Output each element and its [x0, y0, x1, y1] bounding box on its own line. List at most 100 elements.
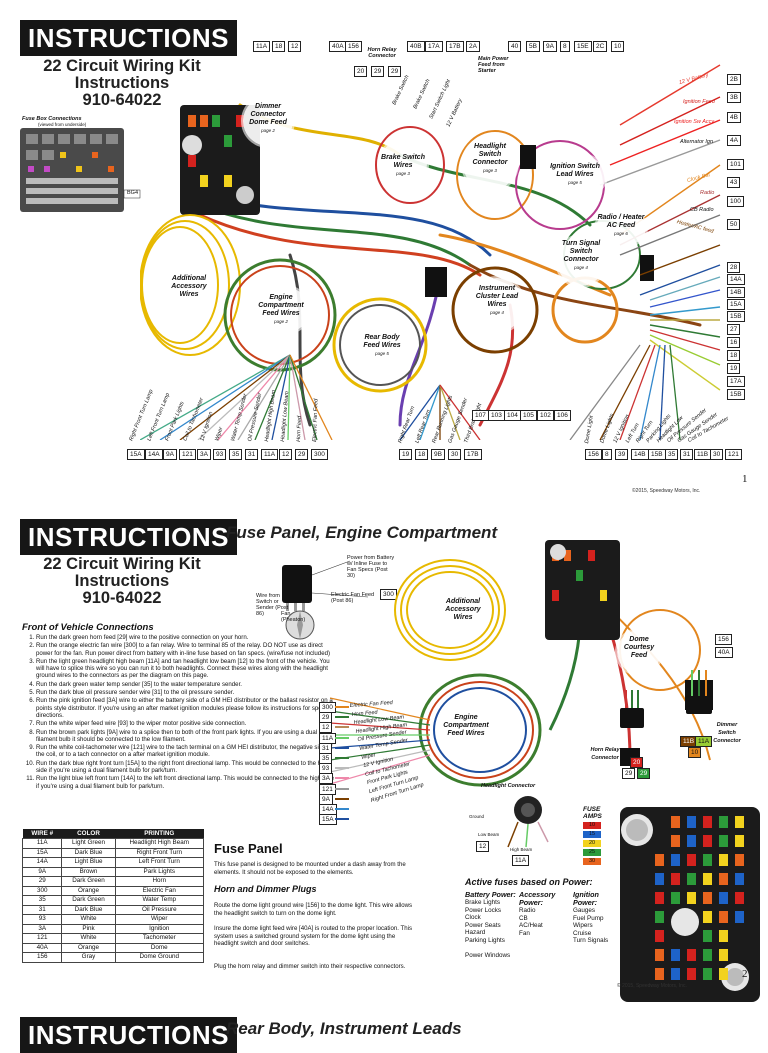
wire-number-cell: 121	[21, 933, 63, 944]
relay-switch-label: Wire from Switch or Sender (Post 86)	[256, 593, 289, 617]
bchip-12: 12	[279, 449, 293, 460]
wire-number-cell: 11A	[21, 838, 63, 849]
wire-color-cell: Light Blue	[61, 857, 116, 868]
rbchip-8: 8	[602, 449, 612, 460]
kit-title: 22 Circuit Wiring Kit Instructions 910-6…	[22, 58, 222, 109]
circle-turn	[557, 236, 605, 286]
rbchip-11B: 11B	[694, 449, 712, 460]
fuse	[655, 873, 664, 885]
engine-chip: 15A	[319, 814, 337, 826]
dimmer-plug	[686, 670, 712, 714]
fuse	[735, 873, 744, 885]
chip-2A: 2A	[466, 41, 480, 52]
rbchip-39: 39	[615, 449, 629, 460]
fuse	[687, 949, 696, 961]
rbchip-35: 35	[665, 449, 679, 460]
ichip-103: 103	[488, 410, 505, 421]
wire-table-header: WIRE # COLOR PRINTING	[22, 829, 204, 839]
battery-item-1: Power Locks	[465, 906, 502, 914]
chip-20: 20	[354, 66, 368, 77]
accessory-power-col: Accessory Power: Radio CB AC/Heat Fan	[519, 891, 569, 937]
wire-printing-cell: Horn	[114, 876, 205, 887]
ignition-power-col: Ignition Power: Gauges Fuel Pump Wipers …	[573, 891, 618, 945]
circle-brake	[379, 140, 427, 188]
mchip-19: 19	[399, 449, 413, 460]
rbchip-14B: 14B	[631, 449, 649, 460]
page3-heading: Rear Body, Instrument Leads	[226, 1019, 462, 1038]
chip-12: 12	[288, 41, 302, 52]
relay-fan-feed-label: Electric Fan Feed (Post 86)	[331, 592, 375, 604]
engine-wire-swatch	[335, 757, 349, 759]
battery-item-2: Clock	[465, 914, 481, 922]
fuse-amp-swatch: 15	[583, 831, 601, 838]
circle-rear	[356, 330, 408, 368]
chip-29b: 29	[388, 66, 402, 77]
harness-photo	[140, 64, 721, 440]
rchip-43: 43	[727, 177, 741, 188]
fuse	[655, 949, 664, 961]
headlight-conn-title: Headlight Connector	[481, 783, 536, 789]
rchip-50: 50	[727, 219, 741, 230]
fuse	[735, 835, 744, 847]
fuse	[655, 892, 664, 904]
horn-dimmer-title: Horn and Dimmer Plugs	[214, 884, 317, 894]
chip-40: 40	[508, 41, 522, 52]
fuse	[687, 854, 696, 866]
chip-9A: 9A	[543, 41, 557, 52]
rchip-15B2: 15B	[727, 389, 745, 400]
fuse	[735, 816, 744, 828]
rlabel-ignition-accy: Ignition Sw Accy	[674, 119, 715, 125]
fuse	[687, 835, 696, 847]
page-number-2: 2	[742, 968, 748, 980]
copyright-2: © 2015, Speedway Motors, Inc.	[617, 983, 687, 989]
circle-dimmer	[243, 96, 293, 146]
rchip-2B: 2B	[727, 74, 741, 85]
rchip-14A: 14A	[727, 274, 745, 285]
engine-wire-swatch	[335, 818, 349, 821]
front-steps-list: Run the dark green horn feed [29] wire t…	[22, 634, 336, 791]
fuse	[703, 816, 712, 828]
engine-wire-swatch	[335, 736, 349, 739]
headlight-ground-label: Ground	[469, 814, 485, 819]
kit-title-2: 22 Circuit Wiring Kit Instructions 910-6…	[22, 556, 222, 607]
step-6: Run the pink ignition feed [3A] wire to …	[36, 697, 336, 719]
horn-relay-conn-label: Horn Relay Connector	[590, 747, 620, 761]
fuse	[703, 892, 712, 904]
step-10: Run the dark blue right front turn [15A]…	[36, 760, 336, 775]
engine-wire-swatch	[335, 706, 349, 708]
rbchip-15B: 15B	[648, 449, 666, 460]
wire-number-cell: 35	[21, 895, 63, 906]
horn-relay-chip-29a: 29	[622, 768, 636, 779]
part-number: 910-64022	[82, 91, 162, 109]
step-3: Run the light green headlight high beam …	[36, 658, 336, 680]
bchip-93: 93	[213, 449, 227, 460]
fuse	[687, 873, 696, 885]
step-4: Run the dark green water temp sender [35…	[36, 681, 336, 688]
circle-instrument	[470, 278, 524, 332]
wire-printing-cell: Park Lights	[114, 866, 205, 877]
headlight-high-label: High Beam	[510, 847, 533, 852]
battery-item-5: Parking Lights	[465, 936, 505, 944]
rchip-17A: 17A	[727, 376, 745, 387]
horn-relay-plug	[620, 690, 644, 728]
wire-number-cell: 156	[21, 952, 63, 963]
bchip-31: 31	[245, 449, 259, 460]
fuse-amp-swatch: 10	[583, 822, 601, 829]
front-connections-title: Front of Vehicle Connections	[22, 622, 154, 633]
fuse	[687, 816, 696, 828]
ignition-item-4: Turn Signals	[573, 937, 609, 945]
ignition-item-0: Gauges	[573, 907, 596, 914]
wire-color-cell: Light Green	[61, 838, 116, 849]
wire-number-cell: 40A	[21, 942, 63, 953]
fuse	[703, 854, 712, 866]
step-8: Run the brown park lights [9A] wire to a…	[36, 729, 336, 744]
